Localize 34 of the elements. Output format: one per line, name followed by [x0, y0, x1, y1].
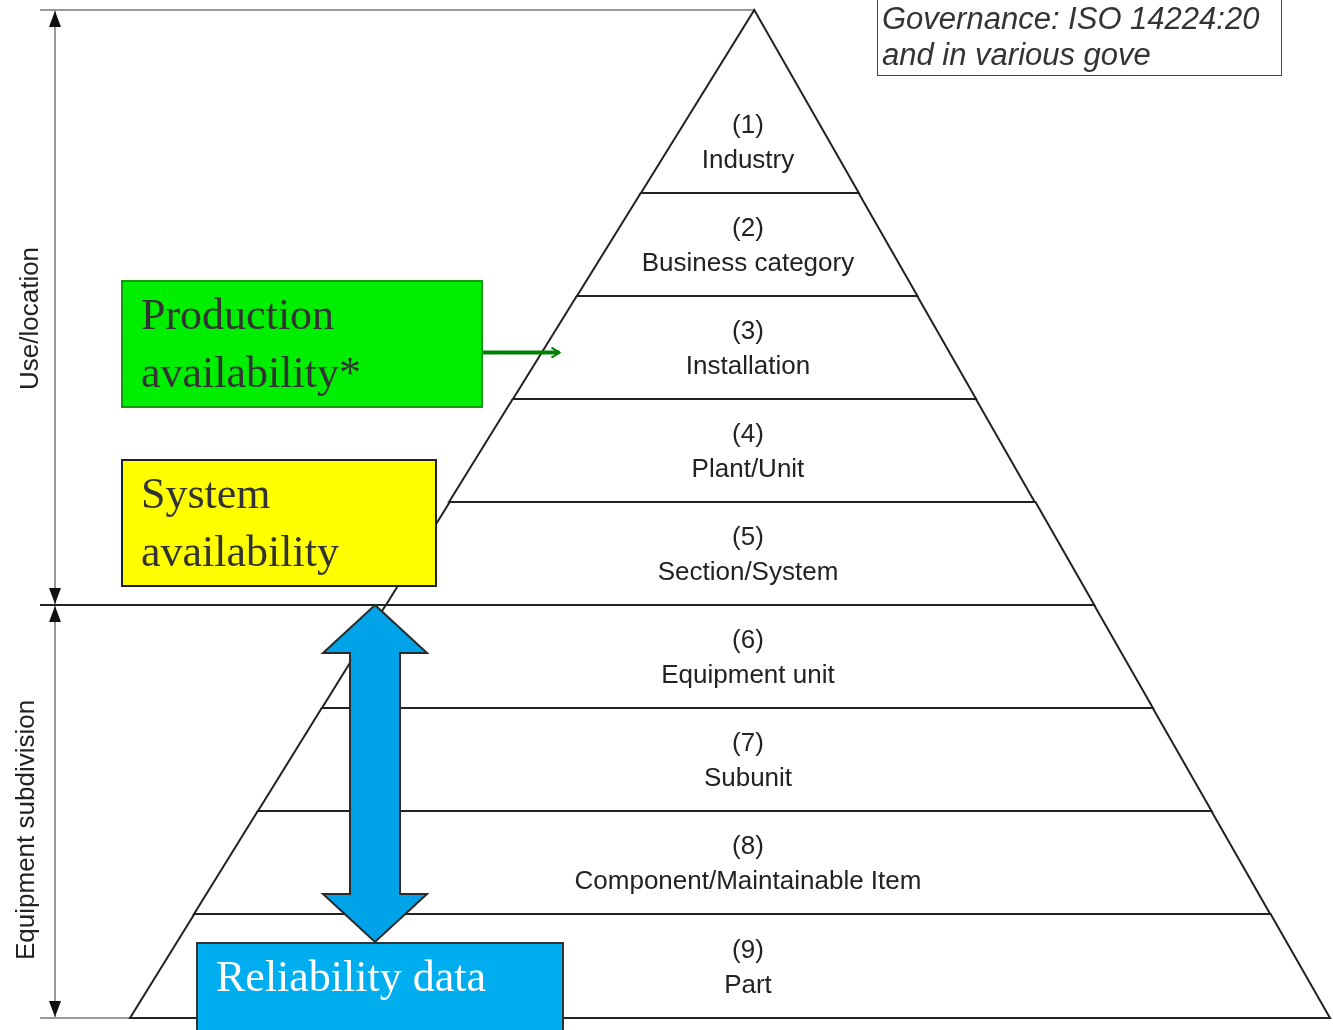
- level-name: Industry: [701, 144, 795, 174]
- callout-box: System availability: [121, 459, 437, 587]
- pyramid-level: [194, 811, 1271, 914]
- level-number: (2): [732, 212, 764, 242]
- level-name: Subunit: [703, 762, 793, 792]
- pyramid-level: [576, 193, 918, 296]
- level-name: Equipment unit: [661, 659, 835, 689]
- pyramid-level: [449, 399, 1036, 502]
- arrow: [483, 346, 561, 359]
- dimension-label: Use/location: [14, 245, 45, 390]
- note-box: Governance: ISO 14224:20 and in various gove: [877, 0, 1282, 76]
- pyramid-level: [258, 708, 1212, 811]
- level-number: (6): [732, 624, 764, 654]
- level-number: (9): [732, 934, 764, 964]
- level-name: Part: [724, 969, 772, 999]
- level-name: Installation: [685, 350, 811, 380]
- level-number: (4): [732, 418, 764, 448]
- callout-box: Reliability data: [196, 942, 564, 1030]
- level-number: (8): [732, 830, 764, 860]
- level-name: Section/System: [657, 556, 839, 586]
- level-name: Component/Maintainable Item: [574, 865, 922, 895]
- level-number: (7): [732, 727, 764, 757]
- level-name: Plant/Unit: [691, 453, 805, 483]
- pyramid-level: [321, 605, 1153, 708]
- pyramid-level: [640, 10, 859, 193]
- level-name: Business category: [641, 247, 855, 277]
- level-number: (1): [732, 109, 764, 139]
- level-number: (5): [732, 521, 764, 551]
- double-arrow: [320, 603, 430, 944]
- pyramid-level: [513, 296, 977, 399]
- callout-box: Production availability*: [121, 280, 483, 408]
- pyramid-level: [385, 502, 1094, 605]
- level-number: (3): [732, 315, 764, 345]
- dimension-label: Equipment subdivision: [10, 698, 41, 960]
